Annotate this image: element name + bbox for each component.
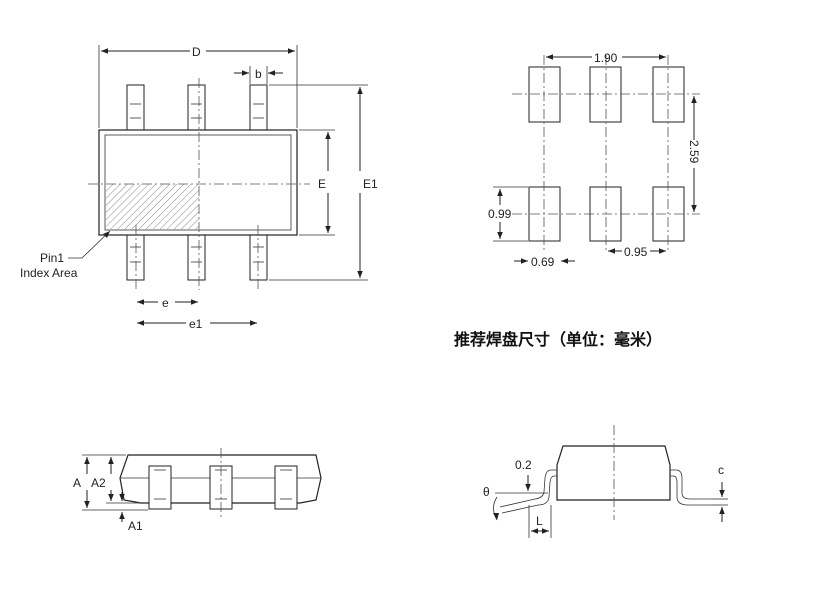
land-pad (589, 66, 622, 123)
end-view: 0.2 θ L c (483, 425, 728, 538)
top-view: D b E E1 e e1 Pin1 Index Area (20, 45, 378, 331)
dim-label-d: D (192, 45, 201, 59)
top-lead (249, 84, 268, 132)
dim-label-e-body: E (318, 177, 326, 191)
dim-label-pitch-span: 1.90 (594, 51, 618, 65)
land-pad (528, 66, 561, 123)
dim-label-theta: θ (483, 485, 490, 499)
dim-label-e-pitch: e (162, 296, 169, 310)
end-body (556, 445, 671, 501)
side-lead (148, 465, 172, 510)
dim-label-pitch: 0.95 (624, 245, 648, 259)
bottom-lead (249, 232, 268, 281)
bottom-lead (187, 232, 206, 281)
dim-label-a2: A2 (91, 476, 106, 490)
package-body-inner (104, 134, 292, 231)
pin1-label: Pin1 (40, 251, 64, 265)
land-pattern-title: 推荐焊盘尺寸（单位：毫米） (454, 330, 663, 349)
dim-label-b: b (255, 67, 262, 81)
dim-label-a1: A1 (128, 519, 143, 533)
side-view: A A2 A1 (73, 448, 322, 533)
dim-label-e1-overall: E1 (363, 177, 378, 191)
top-lead (126, 84, 145, 132)
dim-label-e1-span: e1 (189, 317, 203, 331)
land-pad (652, 66, 685, 123)
side-lead (274, 465, 298, 510)
bottom-lead (126, 232, 145, 281)
dim-label-row-span: 2.59 (687, 140, 701, 164)
dim-label-pad-width: 0.69 (531, 255, 555, 269)
pin1-index-area (106, 184, 199, 229)
land-pattern-view: 1.90 2.59 0.99 0.69 0.95 (488, 51, 701, 269)
dim-label-c: c (718, 463, 724, 477)
index-area-label: Index Area (20, 266, 78, 280)
top-lead (187, 84, 206, 132)
dim-label-l: L (536, 514, 543, 528)
dim-label-gauge: 0.2 (515, 458, 532, 472)
dim-label-a: A (73, 476, 81, 490)
dim-label-pad-height: 0.99 (488, 207, 512, 221)
